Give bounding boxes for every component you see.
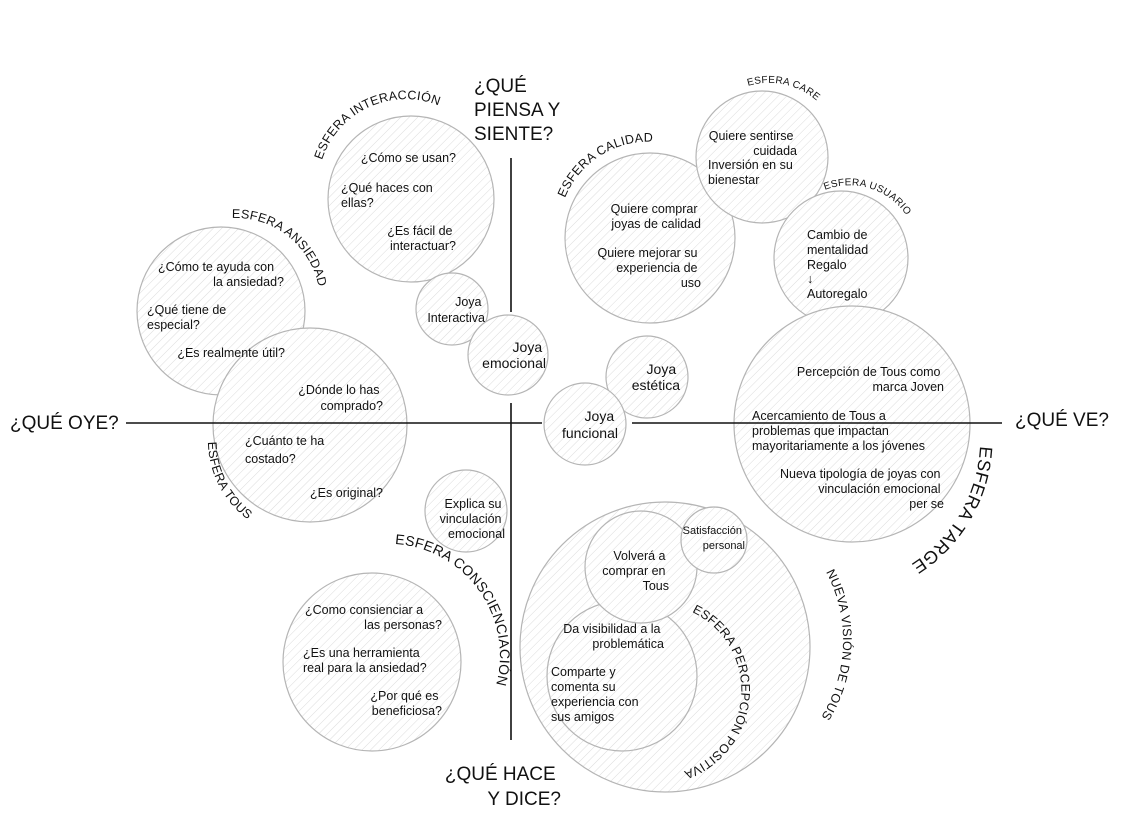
text-joya-interactiva: Joya Interactiva <box>427 295 485 325</box>
ansiedad-q1: ¿Cómo te ayuda con la ansiedad? <box>158 260 284 289</box>
text-volvera: Volverá a comprar en Tous <box>602 549 669 593</box>
ansiedad-q3: ¿Es realmente útil? <box>177 346 285 360</box>
circle-joya-estetica <box>605 335 689 419</box>
text-joya-funcional: Joya funcional <box>562 408 618 441</box>
usuario-q1: Cambio de mentalidad Regalo ↓ Autoregalo <box>807 228 872 301</box>
interaccion-q1: ¿Cómo se usan? <box>361 151 456 165</box>
tous-q3: ¿Es original? <box>310 486 383 500</box>
care-q2: Inversión en su bienestar <box>708 158 796 187</box>
percepcion-q2: Comparte y comenta su experiencia con su… <box>551 665 642 724</box>
circle-satisfaccion <box>680 506 748 574</box>
sphere-target <box>733 305 971 543</box>
sphere-consciencia <box>282 572 462 752</box>
percepcion-q1: Da visibilidad a la problemática <box>563 622 664 651</box>
sphere-tous <box>212 327 408 523</box>
sphere-calidad <box>564 152 736 324</box>
text-satisfaccion: Satisfacción personal <box>683 525 745 552</box>
text-joya-estetica: Joya estética <box>632 361 680 393</box>
interaccion-q3: ¿Es fácil de interactuar? <box>387 224 456 253</box>
target-q3: Nueva tipología de joyas con vinculación… <box>780 467 944 511</box>
text-joya-emocional: Joya emocional <box>482 339 546 371</box>
circle-joya-funcional <box>543 382 627 466</box>
circle-joya-emocional <box>467 314 549 396</box>
label-nueva-vision: NUEVA VISIÓN DE TOUS <box>819 567 856 723</box>
consciencia-q2: ¿Es una herramienta real para la ansieda… <box>303 646 427 675</box>
tous-q2: ¿Cuánto te ha costado? <box>245 434 328 466</box>
sphere-care <box>695 90 829 224</box>
tous-q1: ¿Dónde lo has comprado? <box>298 383 383 413</box>
circle-explica <box>424 469 508 553</box>
calidad-q2: Quiere mejorar su experiencia de uso <box>597 246 701 290</box>
consciencia-q3: ¿Por qué es beneficiosa? <box>370 689 442 718</box>
ansiedad-q2: ¿Qué tiene de especial? <box>147 303 230 332</box>
calidad-q1: Quiere comprar joyas de calidad <box>610 202 701 231</box>
circle-joya-interactiva <box>415 272 489 346</box>
axis-label-left: ¿QUÉ OYE? <box>10 413 119 434</box>
text-explica: Explica su vinculación emocional <box>440 497 505 541</box>
target-q1: Percepción de Tous como marca Joven <box>797 365 944 394</box>
axis-label-right: ¿QUÉ VE? <box>1015 410 1109 431</box>
axis-label-top: ¿QUÉ PIENSA Y SIENTE? <box>474 76 565 145</box>
sphere-interaccion <box>327 115 495 283</box>
care-q1: Quiere sentirse cuidada <box>709 129 797 158</box>
consciencia-q1: ¿Como consienciar a las personas? <box>305 603 442 632</box>
axis-label-bottom: ¿QUÉ HACE Y DICE? <box>445 764 561 810</box>
target-q2: Acercamiento de Tous a problemas que imp… <box>752 409 925 453</box>
interaccion-q2: ¿Qué haces con ellas? <box>341 181 436 210</box>
